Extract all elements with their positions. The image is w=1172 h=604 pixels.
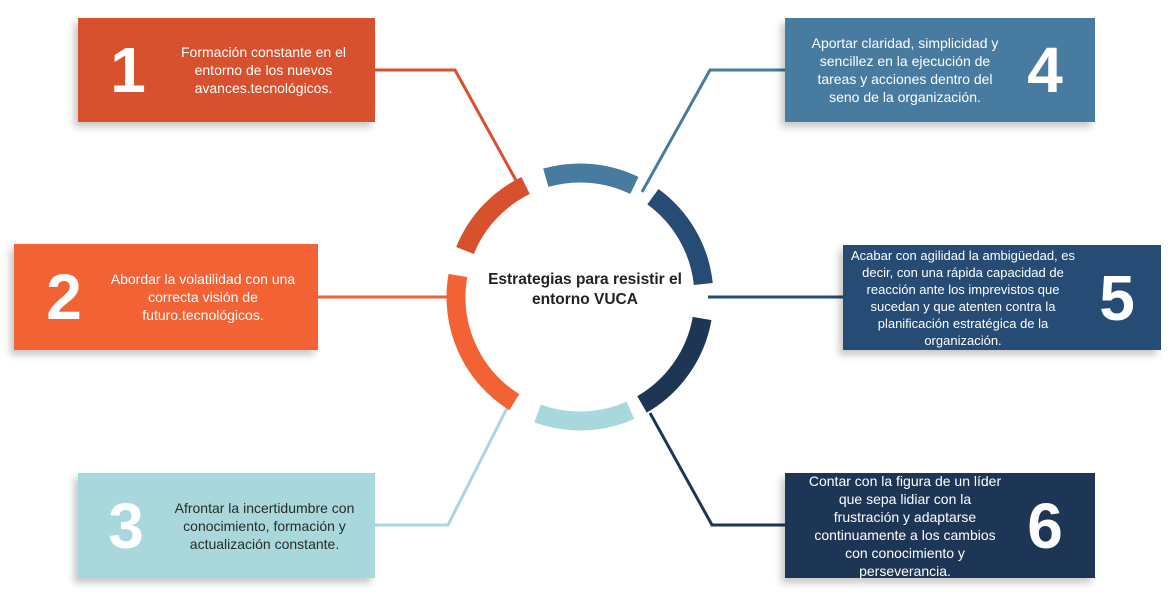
center-ring <box>446 163 713 431</box>
card-number: 6 <box>1027 489 1063 562</box>
card-text: Acabar con agilidad la ambigüedad, es de… <box>850 247 1076 348</box>
connector-1 <box>375 68 525 194</box>
connector-lines <box>318 68 845 527</box>
strategy-card-5: 5 Acabar con agilidad la ambigüedad, es … <box>843 245 1161 350</box>
card-text: Afrontar la incertidumbre con conocimien… <box>174 499 355 552</box>
connector-4 <box>640 68 785 193</box>
ring-segment-6 <box>637 316 712 413</box>
card-number: 4 <box>1027 34 1063 106</box>
card-number: 2 <box>46 261 82 333</box>
card-number: 1 <box>110 34 146 106</box>
connector-6 <box>648 412 785 527</box>
ring-segment-3 <box>534 401 635 431</box>
strategy-card-6: 6 Contar con la figura de un líder que s… <box>785 472 1095 579</box>
strategy-card-2: 2 Abordar la volatilidad con una correct… <box>14 244 318 350</box>
ring-segment-1 <box>456 176 530 255</box>
strategy-card-1: 1 Formación constante en el entorno de l… <box>78 18 375 122</box>
strategy-card-4: 4 Aportar claridad, simplicidad y sencil… <box>785 18 1095 122</box>
ring-segment-2 <box>446 273 520 411</box>
center-title: Estrategias para resistir el entorno VUC… <box>488 271 682 308</box>
card-text: Aportar claridad, simplicidad y sencille… <box>811 35 999 105</box>
connector-3 <box>375 401 512 527</box>
card-text: Formación constante en el entorno de los… <box>181 44 346 96</box>
card-number: 5 <box>1099 261 1135 334</box>
card-number: 3 <box>108 489 144 562</box>
ring-segment-4 <box>543 163 639 195</box>
strategy-card-3: 3 Afrontar la incertidumbre con conocimi… <box>78 473 375 578</box>
ring-segment-5 <box>647 189 713 286</box>
card-text: Abordar la volatilidad con una correcta … <box>110 271 296 323</box>
card-text: Contar con la figura de un líder que sep… <box>808 472 1002 579</box>
